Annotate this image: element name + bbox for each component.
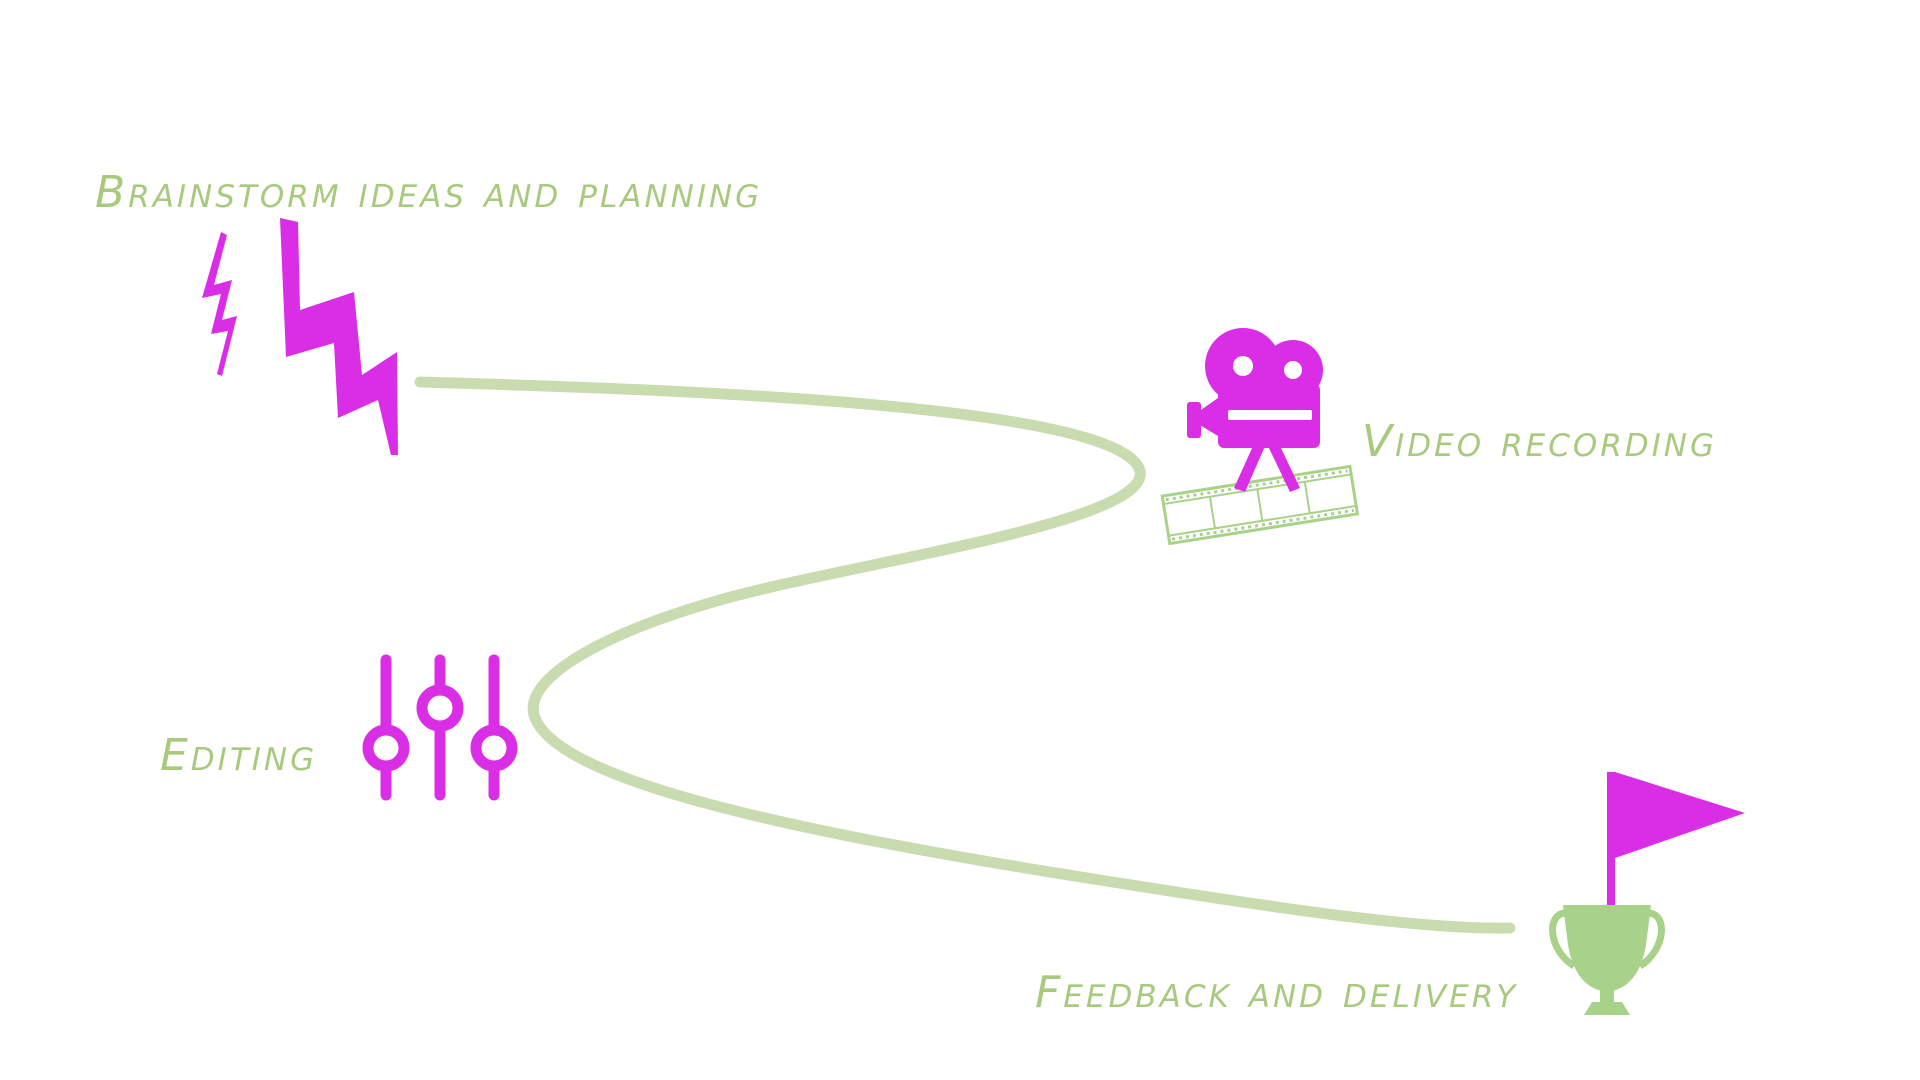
small-lightning-bolt [202,232,237,376]
step-label-editing: Editing [160,730,317,781]
flag [1607,772,1745,912]
large-lightning-bolt [280,218,398,455]
lightning-bolts-icon [202,218,398,455]
trophy-flag-icon [1549,772,1745,1015]
film-camera-icon [1160,328,1360,546]
step-label-brainstorm: Brainstorm ideas and planning [95,167,762,218]
film-strip [1160,464,1360,546]
step-label-feedback-delivery: Feedback and delivery [1035,967,1518,1018]
equalizer-sliders-icon [362,654,518,801]
camera-details [1228,356,1312,420]
trophy [1549,905,1665,1015]
step-label-video-recording: Video recording [1362,416,1717,467]
winding-path [414,376,1516,934]
